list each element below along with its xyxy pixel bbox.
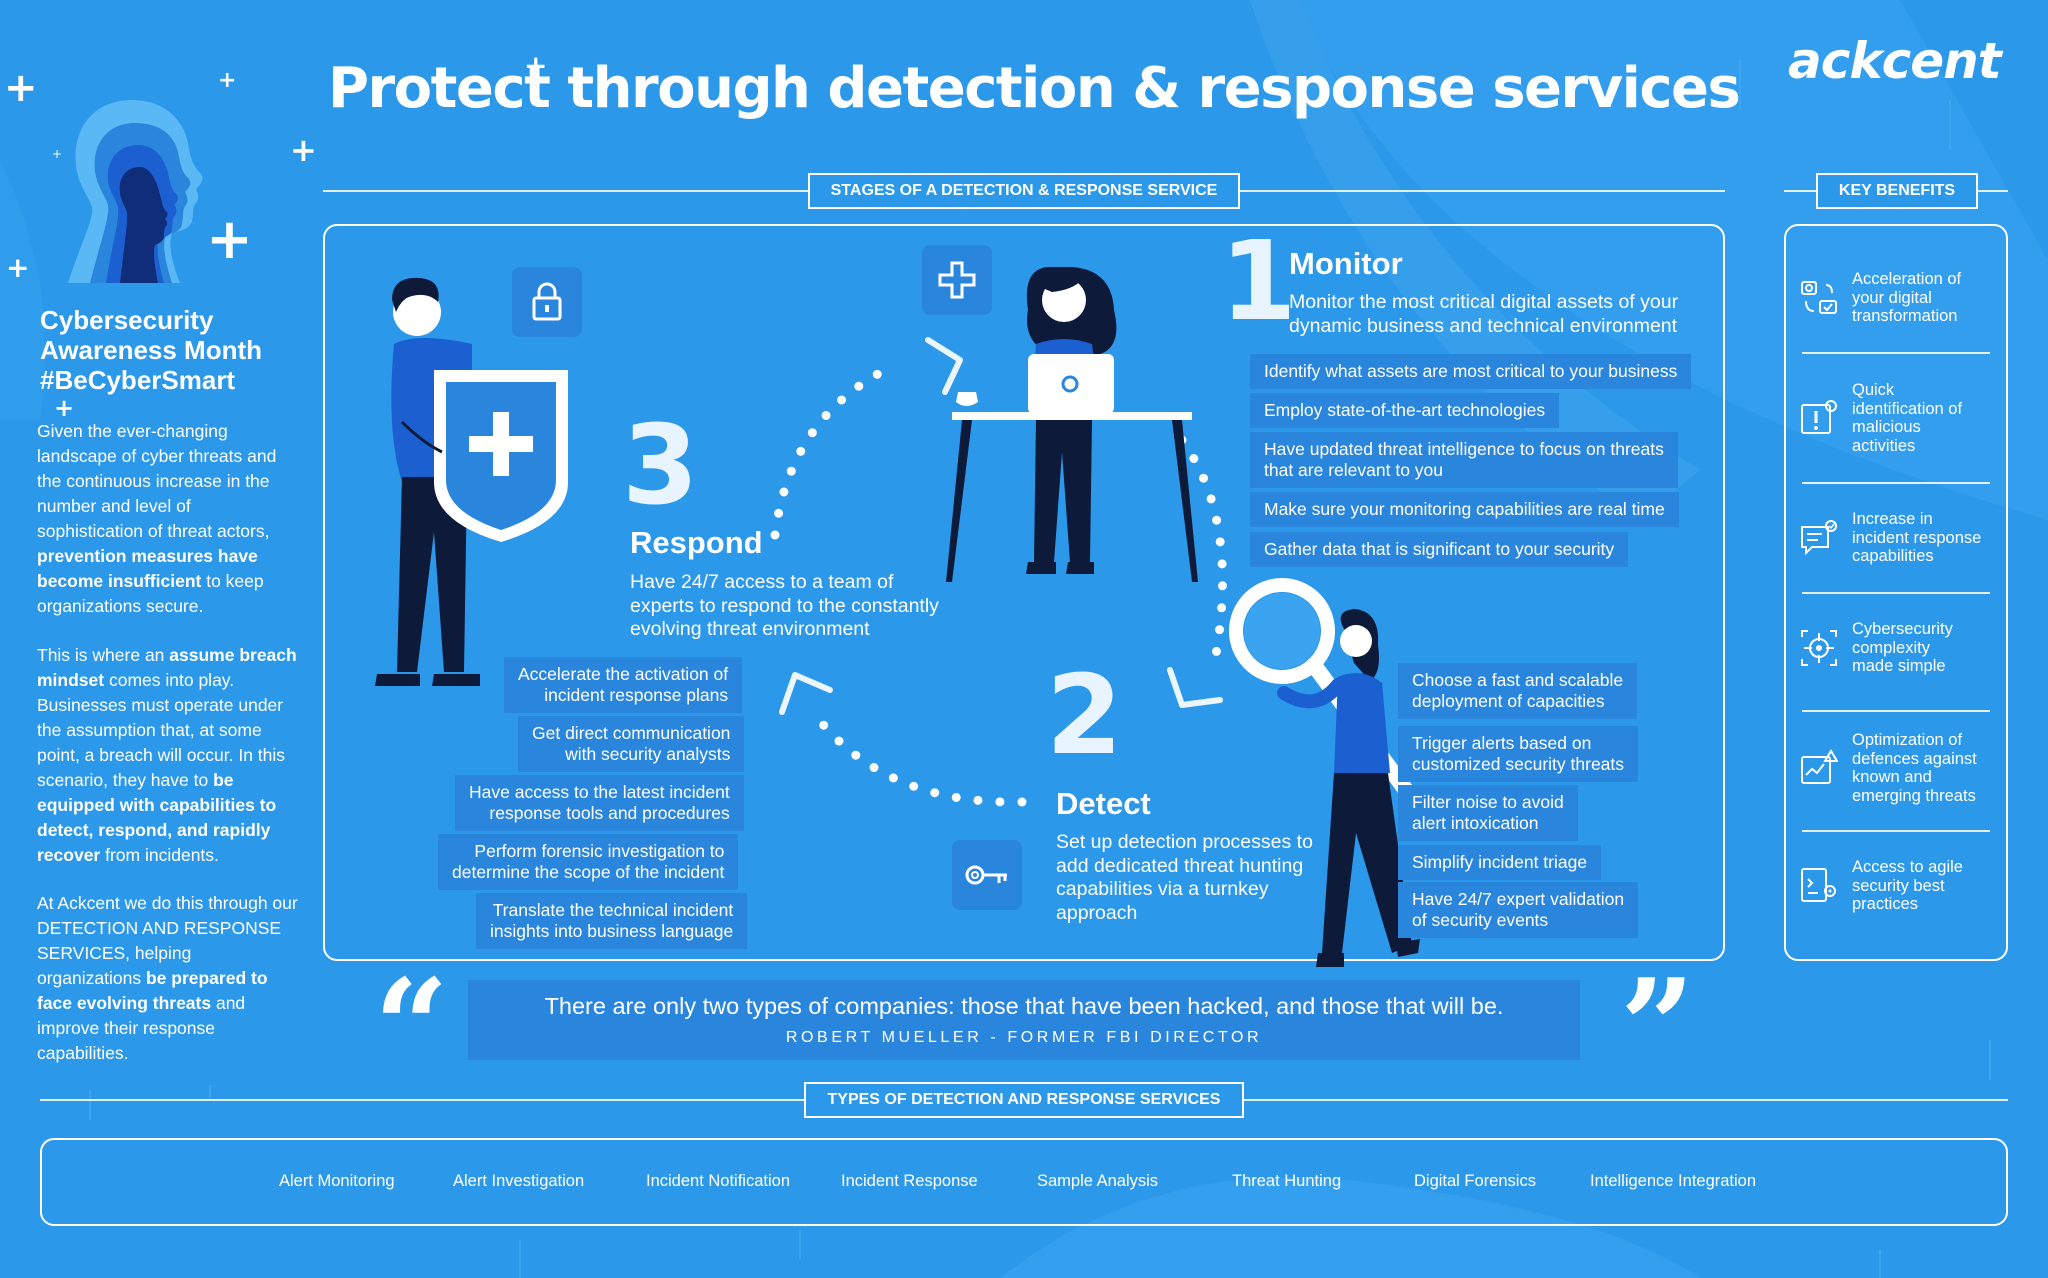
monitor-person-illustration xyxy=(946,267,1198,582)
plus-sparkle-icon: + xyxy=(52,147,63,161)
monitor-item: Identify what assets are most critical t… xyxy=(1250,354,1692,389)
detect-item: Simplify incident triage xyxy=(1398,845,1602,880)
assume-breach-paragraph: This is where an assume breach mindset c… xyxy=(37,645,297,865)
detect-item: Filter noise to avoid alert intoxication xyxy=(1398,785,1578,841)
service-type-threat-hunting: Threat Hunting xyxy=(1232,1172,1342,1190)
quote-text: There are only two types of companies: t… xyxy=(544,993,1504,1019)
respond-description: Have 24/7 access to a team of experts to… xyxy=(630,571,939,640)
service-type-sample-analysis: Sample Analysis xyxy=(1037,1172,1159,1190)
service-type-intelligence-integration: Intelligence Integration xyxy=(1590,1172,1757,1190)
plus-sparkle-icon: + xyxy=(6,251,30,284)
respond-item: Perform forensic investigation to determ… xyxy=(438,834,739,890)
monitor-description: Monitor the most critical digital assets… xyxy=(1289,291,1679,337)
plus-icon-box xyxy=(922,245,992,315)
plus-sparkle-icon: + xyxy=(4,65,38,111)
plus-sparkle-icon: + xyxy=(290,131,317,169)
monitor-item: Employ state-of-the-art technologies xyxy=(1250,393,1560,428)
benefit-item: Increase in incident response capabiliti… xyxy=(1800,508,1996,568)
target-icon xyxy=(1801,630,1837,666)
lock-icon xyxy=(532,282,562,321)
benefit-text: Access to agile security best practices xyxy=(1852,858,1963,914)
benefit-item: Quick identification of malicious activi… xyxy=(1800,380,1996,456)
respond-person-illustration xyxy=(375,277,568,686)
head-silhouette-illustration xyxy=(68,100,203,283)
benefits-panel xyxy=(1784,224,2008,961)
benefit-text: Quick identification of malicious activi… xyxy=(1852,381,1963,455)
plus-sparkle-icon: + xyxy=(54,394,75,422)
detect-person-illustration xyxy=(1229,578,1420,967)
benefit-item: Access to agile security best practices xyxy=(1800,856,1996,916)
stage-number-3: 3 xyxy=(622,401,699,529)
benefits-section-label: KEY BENEFITS xyxy=(1816,173,1978,209)
quote-panel: There are only two types of companies: t… xyxy=(468,980,1580,1060)
types-section-label: TYPES OF DETECTION AND RESPONSE SERVICES xyxy=(804,1082,1244,1118)
service-type-incident-notification: Incident Notification xyxy=(646,1172,790,1190)
alert-window-icon xyxy=(1801,400,1837,434)
document-gear-icon xyxy=(1801,868,1836,902)
key-icon-box xyxy=(952,840,1022,910)
plus-sparkle-icon: + xyxy=(524,49,548,82)
ackcent-logo: ackcent xyxy=(1788,32,2002,90)
benefit-separator xyxy=(1802,482,1990,484)
transform-icon xyxy=(1801,281,1837,314)
benefit-separator xyxy=(1802,592,1990,594)
benefit-item: Optimization of defences against known a… xyxy=(1800,730,1996,806)
stage-number-1: 1 xyxy=(1220,217,1297,345)
detect-item: Choose a fast and scalable deployment of… xyxy=(1398,663,1638,719)
monitor-item: Have updated threat intelligence to focu… xyxy=(1250,432,1678,488)
plus-sparkle-icon: + xyxy=(218,68,237,93)
open-quote-icon: “ xyxy=(374,950,449,1103)
respond-item: Have access to the latest incident respo… xyxy=(455,775,744,831)
detect-item: Have 24/7 expert validation of security … xyxy=(1398,882,1639,938)
respond-title: Respond xyxy=(630,525,763,560)
ackcent-paragraph: At Ackcent we do this through our DETECT… xyxy=(37,893,298,1063)
monitor-item: Gather data that is significant to your … xyxy=(1250,532,1629,567)
medical-plus-icon xyxy=(938,261,976,299)
lock-icon-box xyxy=(512,267,582,337)
monitor-title: Monitor xyxy=(1289,246,1403,281)
respond-item: Get direct communication with security a… xyxy=(518,716,745,772)
quote-author: ROBERT MUELLER - FORMER FBI DIRECTOR xyxy=(785,1029,1263,1046)
benefit-item: Acceleration of your digital transformat… xyxy=(1800,268,1996,328)
page-title: Protect through detection & response ser… xyxy=(328,56,1741,121)
benefit-text: Increase in incident response capabiliti… xyxy=(1852,510,1982,566)
benefit-separator xyxy=(1802,352,1990,354)
benefit-text: Optimization of defences against known a… xyxy=(1852,731,1977,805)
stage-number-2: 2 xyxy=(1046,651,1123,779)
benefit-text: Cybersecurity complexity made simple xyxy=(1852,620,1953,676)
service-type-digital-forensics: Digital Forensics xyxy=(1414,1172,1536,1190)
detect-title: Detect xyxy=(1056,786,1151,821)
respond-item: Translate the technical incident insight… xyxy=(476,893,748,949)
benefit-separator xyxy=(1802,830,1990,832)
types-panel xyxy=(40,1138,2008,1226)
detect-description: Set up detection processes to add dedica… xyxy=(1056,831,1313,924)
close-quote-icon: ” xyxy=(1620,950,1695,1103)
respond-item: Accelerate the activation of incident re… xyxy=(504,657,743,713)
plus-sparkle-icon: + xyxy=(206,207,253,272)
stages-section-label: STAGES OF A DETECTION & RESPONSE SERVICE xyxy=(808,173,1240,209)
monitor-item: Make sure your monitoring capabilities a… xyxy=(1250,492,1679,527)
service-type-incident-response: Incident Response xyxy=(841,1172,978,1190)
service-type-alert-monitoring: Alert Monitoring xyxy=(279,1172,395,1190)
awareness-heading: Cybersecurity Awareness Month #BeCyberSm… xyxy=(40,305,263,395)
service-type-alert-investigation: Alert Investigation xyxy=(453,1172,585,1190)
chat-check-icon xyxy=(1801,520,1837,556)
benefit-separator xyxy=(1802,710,1990,712)
intro-paragraph: Given the ever-changing landscape of cyb… xyxy=(37,421,277,616)
benefit-text: Acceleration of your digital transformat… xyxy=(1852,270,1962,326)
key-icon xyxy=(965,865,1007,885)
chart-warning-icon xyxy=(1801,749,1838,784)
detect-item: Trigger alerts based on customized secur… xyxy=(1398,726,1639,782)
stages-panel xyxy=(323,224,1725,961)
benefit-item: Cybersecurity complexity made simple xyxy=(1800,618,1996,678)
